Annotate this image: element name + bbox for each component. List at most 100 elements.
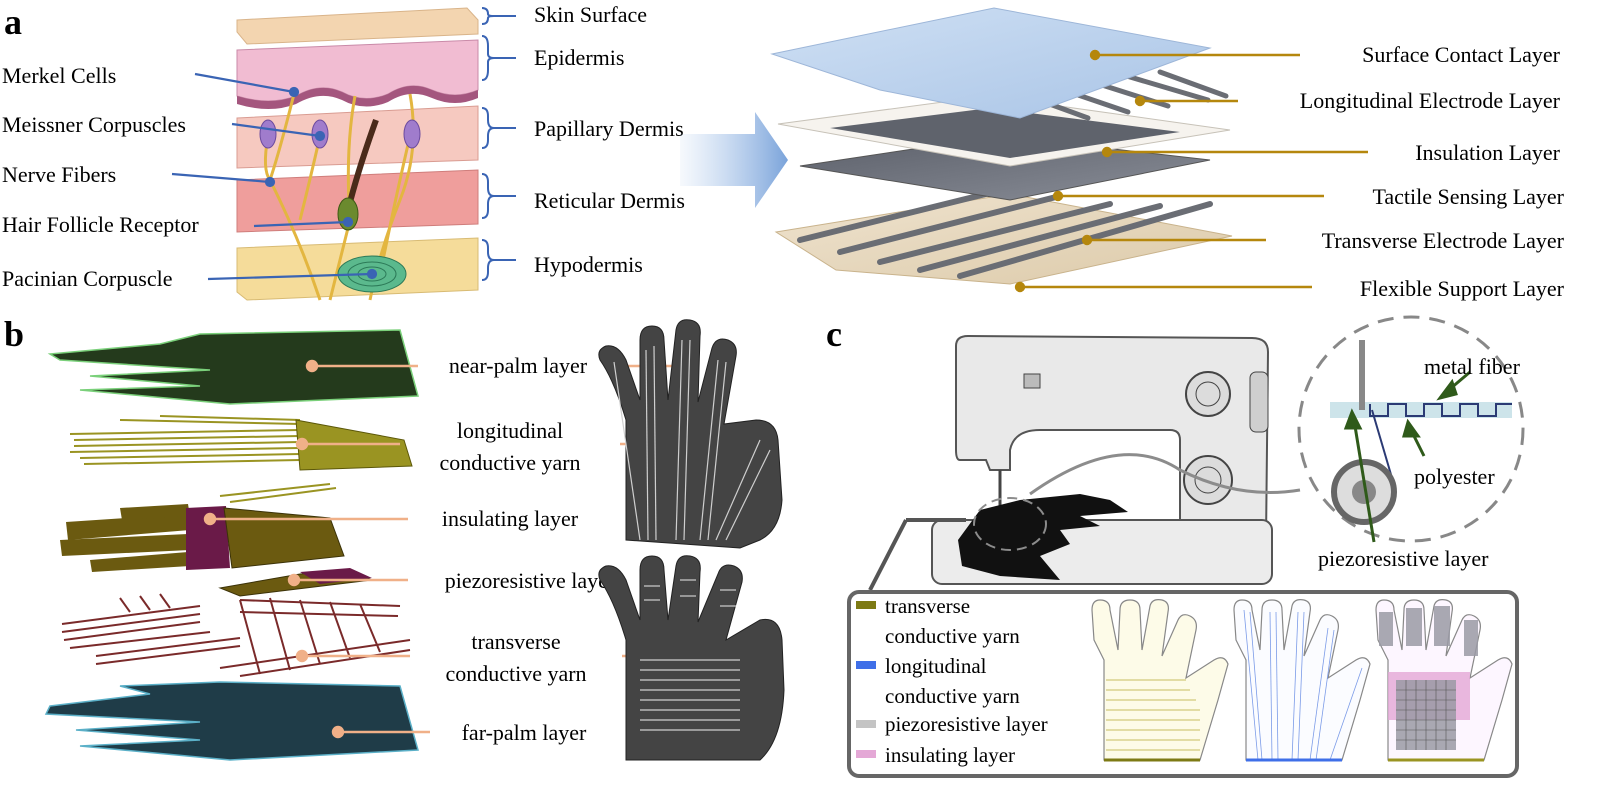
glove-dark-body xyxy=(598,319,783,549)
surface-contact-sheet xyxy=(770,7,1212,119)
pattern-glove-longitudinal-lines xyxy=(1243,609,1363,761)
legend-transverse-line2: conductive yarn xyxy=(885,624,1020,648)
label-near-palm-layer: near-palm layer xyxy=(449,353,588,378)
layer-braces xyxy=(481,7,495,281)
glove-longitudinal-lines xyxy=(613,339,771,541)
sensor-labels: Surface Contact Layer Longitudinal Elect… xyxy=(1300,42,1565,301)
focus-circle xyxy=(973,497,1047,551)
stitch-pattern xyxy=(1369,403,1512,417)
handwheel xyxy=(1249,371,1269,433)
composite-piezo-finger-3 xyxy=(1434,606,1450,646)
label-reticular-dermis: Reticular Dermis xyxy=(534,188,685,213)
legend: transverse conductive yarn longitudinal … xyxy=(856,594,1048,767)
sewing-machine xyxy=(931,334,1301,585)
bobbin-thread xyxy=(1371,409,1393,479)
legend-piezoresistive: piezoresistive layer xyxy=(885,712,1048,736)
dial-lower xyxy=(1183,455,1233,505)
label-transverse-line2: conductive yarn xyxy=(445,661,586,686)
label-hair-follicle-receptor: Hair Follicle Receptor xyxy=(2,212,199,237)
near-palm-layer-shape xyxy=(47,329,419,405)
composite-grid xyxy=(1396,680,1456,750)
reticular-dermis-layer xyxy=(236,169,479,233)
legend-swatch-transverse xyxy=(856,601,876,609)
legend-swatch-longitudinal xyxy=(856,661,876,669)
glove-on-machine xyxy=(958,494,1128,580)
label-hypodermis: Hypodermis xyxy=(534,252,643,277)
legend-insulating: insulating layer xyxy=(885,743,1015,767)
pattern-glove-outline-2 xyxy=(1233,599,1371,761)
legend-swatch-insulating xyxy=(856,750,876,758)
skin-right-leaders xyxy=(494,15,516,261)
glove-dark-body-2 xyxy=(598,555,785,761)
panel-c-letter: c xyxy=(826,314,842,354)
panel-a-letter: a xyxy=(4,2,22,42)
panel-b: b xyxy=(4,314,785,761)
pattern-glove-transverse-lines xyxy=(1106,679,1200,751)
label-insulating-layer: insulating layer xyxy=(442,506,579,531)
skin-leader-lines xyxy=(171,72,378,281)
label-merkel-cells: Merkel Cells xyxy=(2,63,116,88)
label-meissner-corpuscles: Meissner Corpuscles xyxy=(2,112,186,137)
meissner-corpuscle xyxy=(403,119,421,149)
legend-transverse-line1: transverse xyxy=(885,594,970,618)
label-far-palm-layer: far-palm layer xyxy=(462,720,587,745)
label-pacinian-corpuscle: Pacinian Corpuscle xyxy=(2,266,172,291)
bobbin-center xyxy=(1352,480,1376,504)
label-piezoresistive-layer: piezoresistive layer xyxy=(445,568,616,593)
pattern-glove-longitudinal xyxy=(1233,599,1371,762)
panel-b-letter: b xyxy=(4,314,24,354)
label-transverse-line1: transverse xyxy=(471,629,560,654)
label-longitudinal-line2: conductive yarn xyxy=(439,450,580,475)
insulating-layer-shape xyxy=(60,504,345,572)
label-polyester: polyester xyxy=(1414,464,1495,489)
label-papillary-dermis: Papillary Dermis xyxy=(534,116,684,141)
label-insulation-layer: Insulation Layer xyxy=(1415,140,1560,165)
composite-piezo-finger-4 xyxy=(1464,620,1478,656)
panel-b-labels: near-palm layer longitudinal conductive … xyxy=(439,353,615,745)
legend-longitudinal-line2: conductive yarn xyxy=(885,684,1020,708)
transverse-yarn-shape xyxy=(61,593,411,677)
label-surface-contact-layer: Surface Contact Layer xyxy=(1362,42,1561,67)
panel-a: a xyxy=(2,2,1565,301)
label-longitudinal-line1: longitudinal xyxy=(457,418,563,443)
label-transverse-electrode-layer: Transverse Electrode Layer xyxy=(1322,228,1565,253)
transition-arrow xyxy=(680,112,788,208)
epidermis-layer xyxy=(236,39,479,102)
label-tactile-sensing-layer: Tactile Sensing Layer xyxy=(1372,184,1564,209)
pattern-glove-transverse xyxy=(1091,599,1229,762)
legend-swatch-piezoresistive xyxy=(856,720,876,728)
skin-cross-section xyxy=(171,7,516,301)
composite-piezo-finger-2 xyxy=(1406,608,1422,646)
zoom-inset: metal fiber polyester piezoresistive lay… xyxy=(1297,315,1525,571)
composite-piezo-finger-1 xyxy=(1379,612,1393,646)
inset-labels: metal fiber polyester piezoresistive lay… xyxy=(1318,354,1521,571)
longitudinal-yarn-shape xyxy=(69,415,337,503)
zoom-connector xyxy=(1029,453,1301,496)
glove-transverse xyxy=(598,555,785,761)
label-nerve-fibers: Nerve Fibers xyxy=(2,162,116,187)
pattern-glove-composite xyxy=(1375,599,1513,762)
insulation-window xyxy=(830,108,1180,158)
fabric-strip xyxy=(1330,402,1512,418)
label-flexible-support-layer: Flexible Support Layer xyxy=(1360,276,1565,301)
legend-longitudinal-line1: longitudinal xyxy=(885,654,987,678)
papillary-dermis-layer xyxy=(236,105,479,169)
far-palm-layer-shape xyxy=(44,681,419,761)
label-skin-surface: Skin Surface xyxy=(534,2,647,27)
label-epidermis: Epidermis xyxy=(534,45,624,70)
meissner-corpuscle xyxy=(259,119,277,149)
sensor-leader-lines xyxy=(1014,49,1368,293)
label-longitudinal-electrode-layer: Longitudinal Electrode Layer xyxy=(1300,88,1561,113)
glove-longitudinal xyxy=(598,319,783,549)
panel-c: c xyxy=(826,314,1525,778)
basal-membrane xyxy=(237,85,478,109)
inset-arrows xyxy=(1343,370,1471,543)
thread-guide xyxy=(1023,373,1041,389)
label-inset-piezoresistive: piezoresistive layer xyxy=(1318,546,1489,571)
skin-right-labels: Skin Surface Epidermis Papillary Dermis … xyxy=(534,2,685,277)
connector-diag xyxy=(868,519,908,591)
dial-upper xyxy=(1185,371,1231,417)
skin-left-labels: Merkel Cells Meissner Corpuscles Nerve F… xyxy=(2,63,199,291)
skin-surface-layer xyxy=(236,7,479,45)
